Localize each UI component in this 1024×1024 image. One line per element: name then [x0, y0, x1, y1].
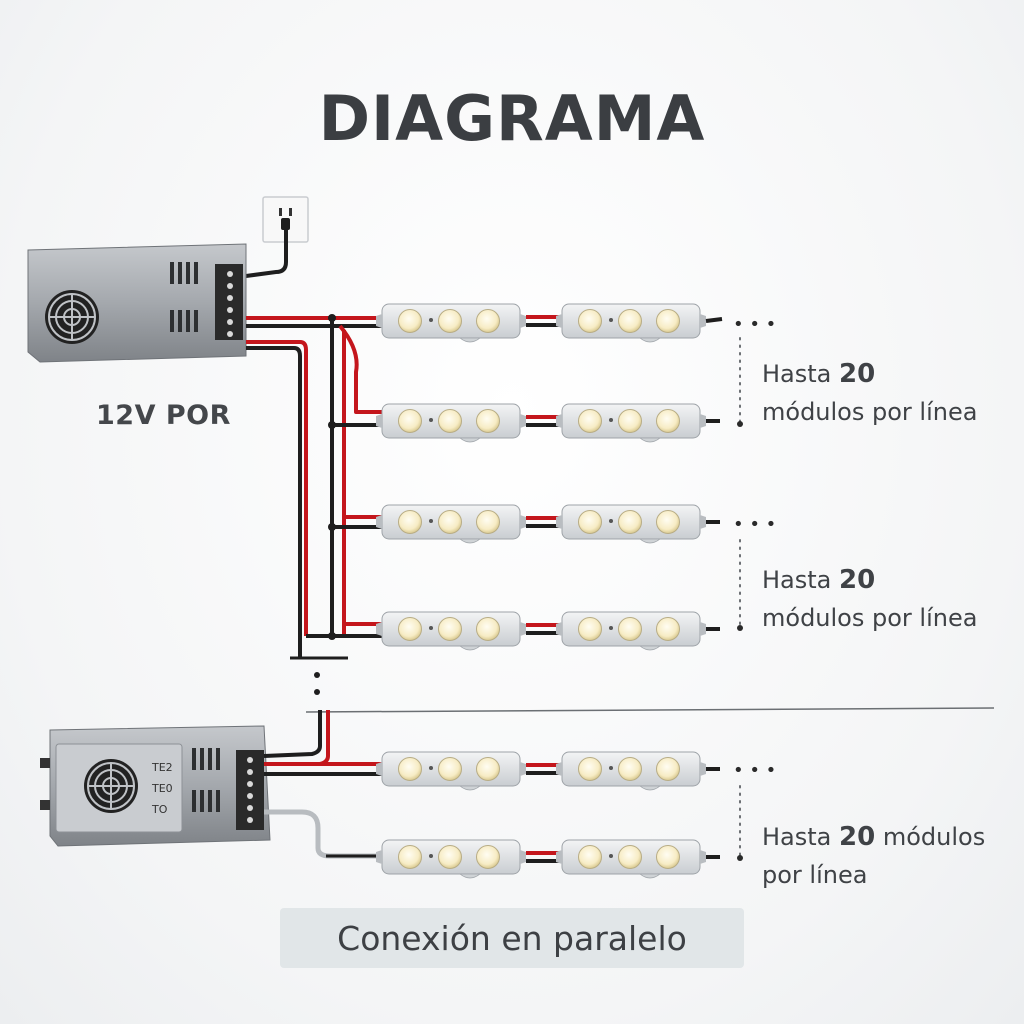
ellipsis-row-5: • • • [733, 760, 776, 781]
led-row-5 [375, 751, 720, 791]
psu-mark-3: TO [151, 803, 168, 816]
led-row-1 [375, 303, 723, 343]
bus-wiring-upper [246, 314, 382, 660]
psu-mark-2: TE0 [151, 782, 173, 795]
power-supply-2: TE2 TE0 TO [40, 725, 271, 847]
power-supply-1 [27, 243, 247, 363]
fan-grille-icon [44, 289, 100, 345]
led-row-3 [375, 504, 720, 544]
led-row-6 [375, 839, 720, 879]
led-module-icon [375, 303, 527, 343]
note-2: Hasta 20 módulos por línea [762, 565, 978, 632]
bus-wiring-lower [263, 707, 995, 859]
note-1: Hasta 20 módulos por línea [762, 359, 978, 426]
led-row-2 [375, 403, 720, 443]
psu-mark-1: TE2 [151, 761, 173, 774]
diagram-title: DIAGRAMA [318, 82, 706, 155]
footer-caption: Conexión en paralelo [280, 908, 744, 968]
ellipsis-row-3: • • • [733, 514, 776, 535]
continuation-dots [314, 672, 320, 695]
led-row-4 [375, 611, 720, 651]
note-3: Hasta 20 módulos por línea [762, 822, 986, 889]
wall-outlet-icon [262, 196, 309, 243]
ellipsis-row-1: • • • [733, 314, 776, 335]
psu-label: 12V POR [96, 400, 231, 431]
